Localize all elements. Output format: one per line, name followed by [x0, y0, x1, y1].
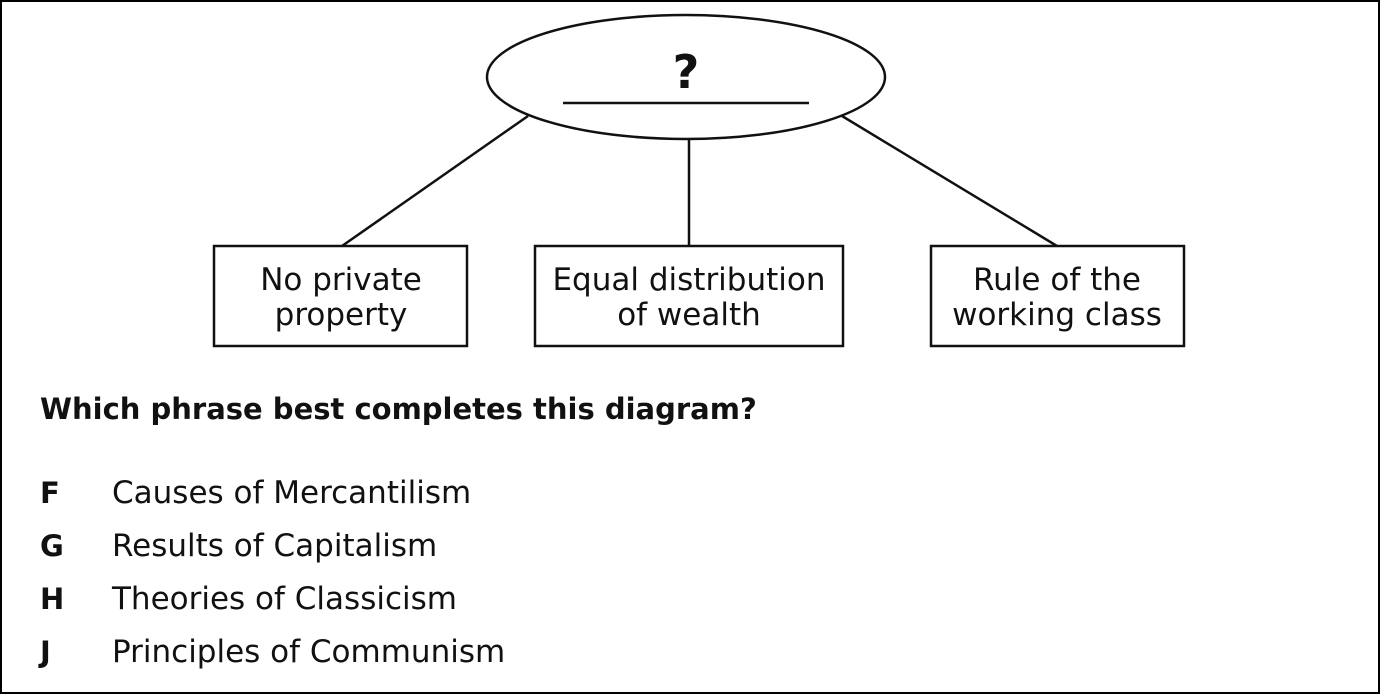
question-prompt: Which phrase best completes this diagram…: [40, 392, 757, 426]
node-line: Rule of the: [973, 262, 1141, 298]
node-box: [212, 244, 469, 348]
center-oval: [485, 13, 887, 141]
option-text: Principles of Communism: [112, 633, 506, 670]
node-box: [929, 244, 1186, 348]
node-line: No private: [260, 262, 422, 298]
option-letter: J: [40, 634, 51, 669]
option-j[interactable]: J Principles of Communism: [40, 625, 505, 678]
node-rule-working-class: Rule of the working class: [929, 244, 1186, 348]
option-f[interactable]: F Causes of Mercantilism: [40, 466, 505, 519]
center-label: ?: [673, 45, 700, 99]
answer-options: F Causes of Mercantilism G Results of Ca…: [40, 466, 505, 678]
option-text: Results of Capitalism: [112, 527, 438, 564]
node-equal-distribution: Equal distribution of wealth: [533, 244, 845, 348]
node-line: working class: [952, 297, 1162, 333]
option-letter: F: [40, 475, 60, 510]
option-text: Theories of Classicism: [112, 580, 457, 617]
node-no-private-property: No private property: [212, 244, 469, 348]
option-letter: H: [40, 581, 65, 616]
option-g[interactable]: G Results of Capitalism: [40, 519, 505, 572]
option-h[interactable]: H Theories of Classicism: [40, 572, 505, 625]
node-line: property: [275, 297, 408, 333]
option-letter: G: [40, 528, 64, 563]
node-box: [533, 244, 845, 348]
node-line: Equal distribution: [552, 262, 825, 298]
option-text: Causes of Mercantilism: [112, 474, 472, 511]
connector-right: [841, 114, 1058, 248]
node-line: of wealth: [617, 297, 761, 333]
connector-left: [341, 114, 529, 248]
